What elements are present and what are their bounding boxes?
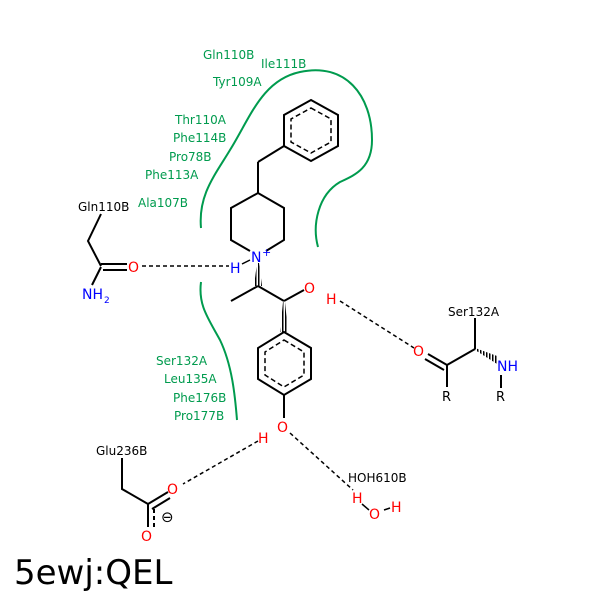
negative-charge-icon: ⊖ [161,508,174,526]
atom-h: H [230,261,241,277]
stereo-wedge [254,263,262,286]
residue-label: Pro177B [174,409,224,423]
atom-o: O [413,344,424,360]
atom-h: H [258,431,269,447]
residue-glu-label: Glu236B [96,444,147,458]
hydrophobic-contour-top [199,69,374,248]
atom-o: O [167,482,178,498]
hydrogen-bond [289,432,354,491]
atom-h: H [391,500,402,516]
atom-n: N [251,250,261,266]
bond [257,145,285,163]
residue-gln-label: Gln110B [78,200,129,214]
atom-h: H [352,491,363,507]
bond [257,285,285,302]
residue-label: Phe114B [173,131,226,145]
benzyl-ring [283,98,339,163]
residue-label: Ser132A [156,354,208,368]
bond [91,266,102,286]
atom-charge-plus: + [262,246,271,259]
piperidine-ring [230,191,285,252]
atom-o: O [277,420,288,436]
residue-label: Ile111B [261,57,306,71]
bond [121,458,149,505]
atom-nh2-subscript: 2 [104,296,110,306]
bond [151,497,171,510]
stereo-wedge [475,348,497,364]
atom-nh2: NH [82,287,103,303]
atom-o: O [141,529,152,545]
residue-water-label: HOH610B [348,471,407,485]
hydrogen-bond [182,440,259,485]
bond [446,348,476,366]
atom-o: O [369,507,380,523]
bond [283,289,305,302]
residue-label: Leu135A [164,372,217,386]
bond [230,285,259,302]
atom-r: R [442,390,451,405]
bond [147,491,169,505]
residue-label: Pro78B [169,150,212,164]
atom-h: H [326,292,337,308]
bond [427,353,448,366]
residue-label: Ala107B [138,196,188,210]
hydrogen-bond [339,300,415,349]
bond [86,213,102,267]
atom-o: O [128,260,139,276]
bond [361,503,370,511]
phenol-ring [257,330,312,397]
stereo-wedge [280,302,288,332]
residue-label: Phe113A [145,168,199,182]
residue-label: Phe176B [173,391,226,405]
atom-o: O [304,281,315,297]
hydrophobic-contour-bottom [199,281,238,421]
bond [241,259,251,265]
residue-label: Tyr109A [212,75,262,89]
residue-ser-label: Ser132A [448,305,500,319]
complex-title: 5ewj:QEL [14,553,173,593]
atom-nh: NH [497,359,518,375]
residue-label: Thr110A [174,113,227,127]
atom-r: R [496,390,505,405]
residue-label: Gln110B [203,48,254,62]
bond [383,507,391,511]
bond [424,358,445,371]
